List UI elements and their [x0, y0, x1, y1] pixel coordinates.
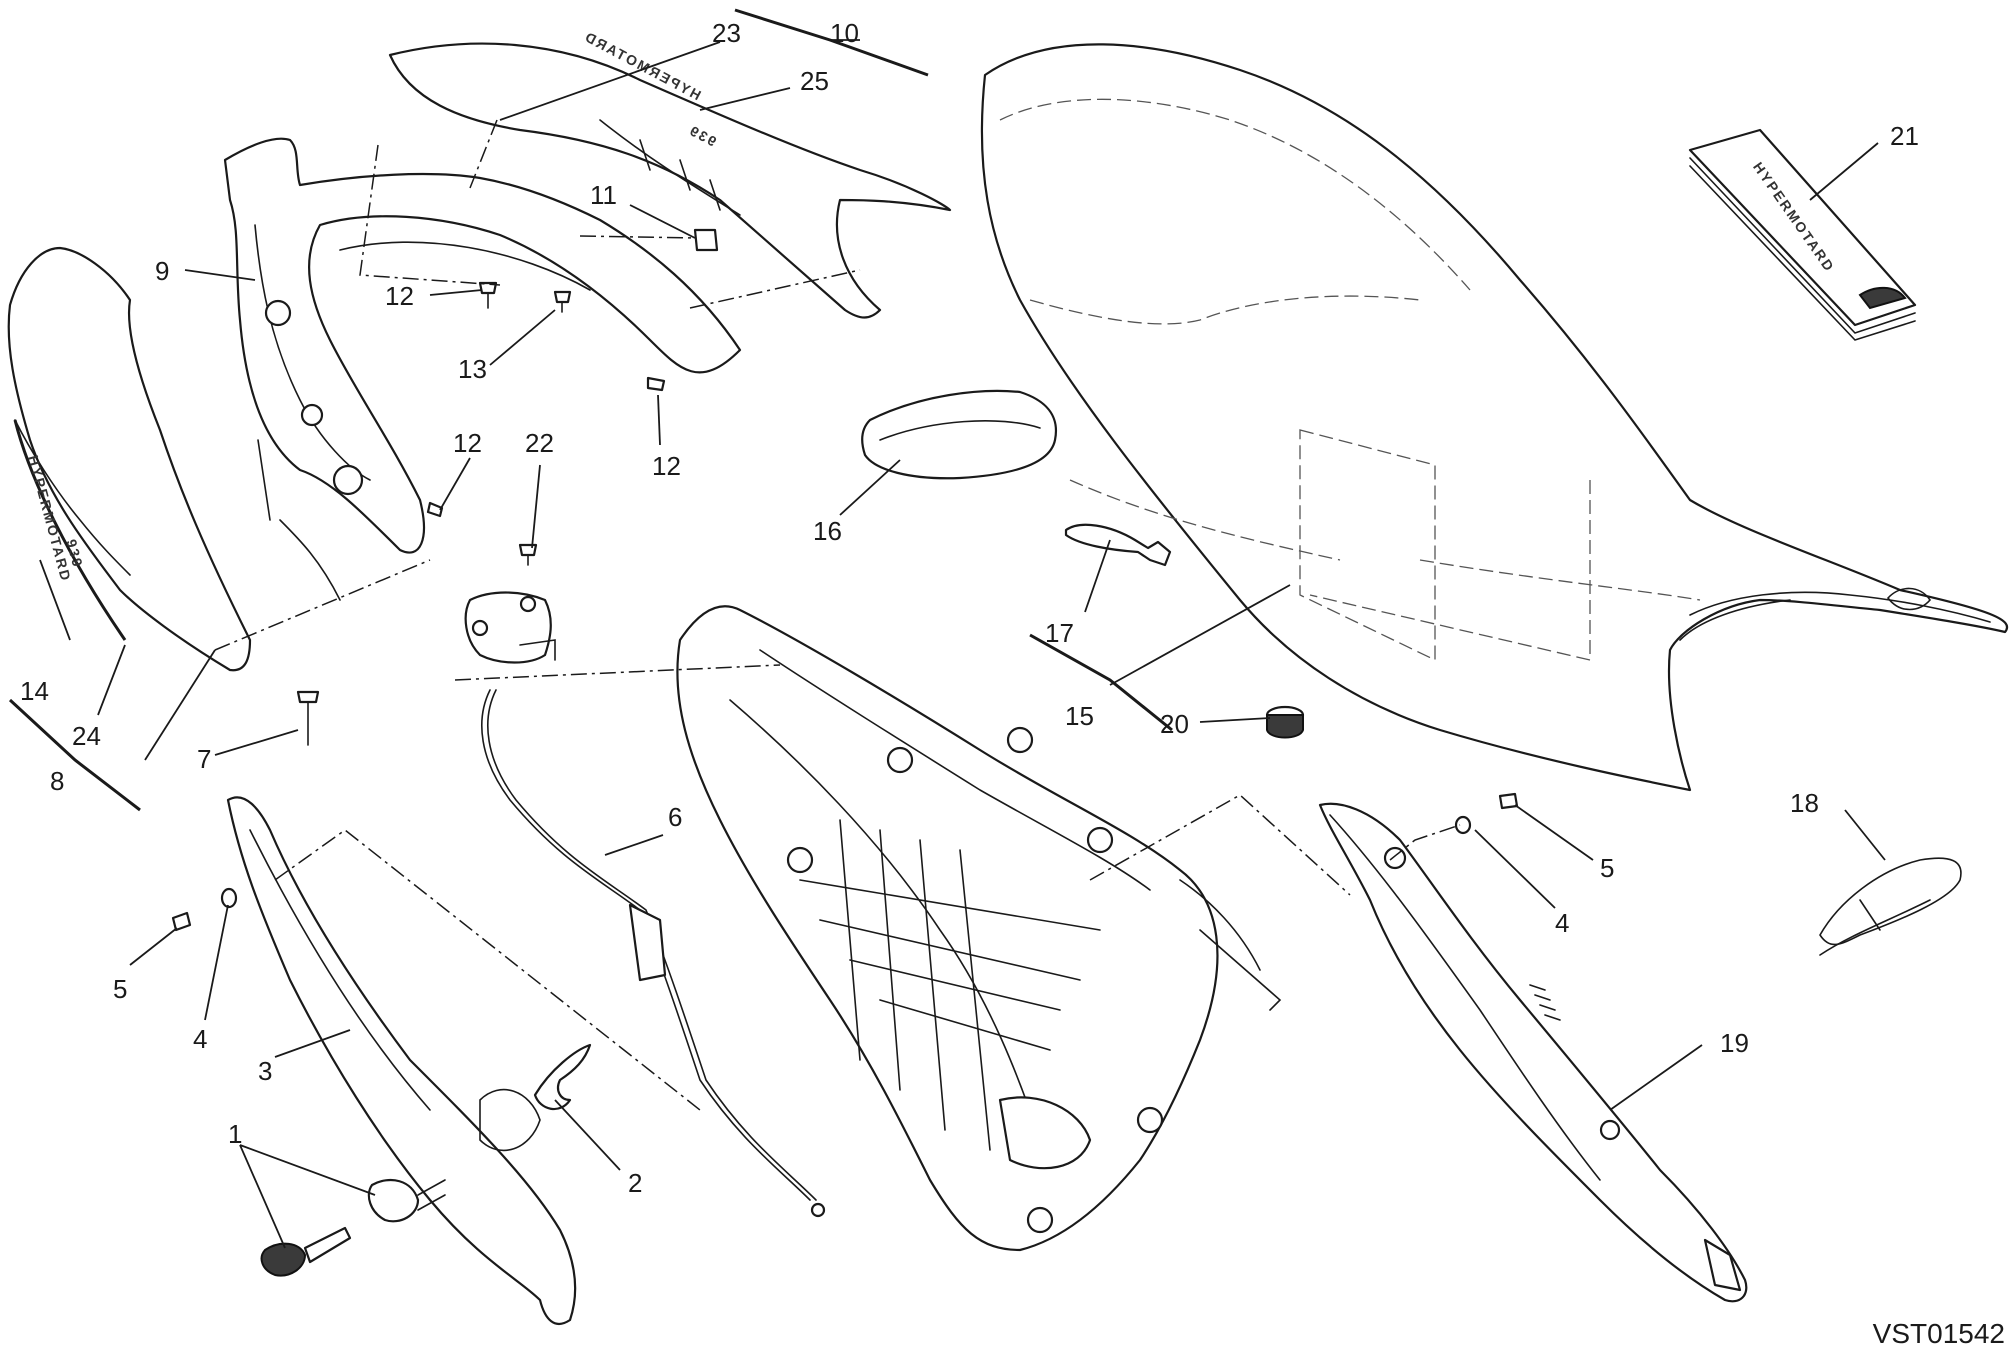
rear-cover-frame — [223, 137, 742, 601]
callout-12-top: 12 — [385, 281, 414, 311]
seat-hidden-outline — [1299, 429, 1591, 662]
lower-left-panel — [226, 796, 577, 1325]
left-cover-decal-model: 939 — [63, 537, 86, 570]
callout-2: 2 — [628, 1168, 642, 1198]
callout-labels: 23 10 25 11 9 12 13 12 12 22 21 16 17 15… — [20, 18, 1919, 1198]
cable-tie-loop — [1819, 857, 1962, 956]
callout-25: 25 — [800, 66, 829, 96]
callout-17: 17 — [1045, 618, 1074, 648]
helmet-strap — [1064, 523, 1172, 567]
leader-lines — [8, 8, 1886, 1249]
callout-9: 9 — [155, 256, 169, 286]
drawing-code: VST01542 — [1873, 1318, 2005, 1349]
callout-7: 7 — [197, 744, 211, 774]
fasteners — [171, 228, 1519, 932]
callout-16: 16 — [813, 516, 842, 546]
screw-22 — [518, 543, 538, 566]
callout-21: 21 — [1890, 121, 1919, 151]
callout-1: 1 — [228, 1119, 242, 1149]
tail-cover: HYPERMOTARD 939 — [388, 28, 952, 319]
seat-pad — [861, 389, 1058, 480]
screw-12-mid — [646, 376, 666, 392]
screw-7 — [296, 690, 320, 746]
callout-8: 8 — [50, 766, 64, 796]
callout-5-right: 5 — [1600, 853, 1614, 883]
washer-4-left — [220, 887, 238, 909]
callout-6: 6 — [668, 802, 682, 832]
owner-manual-booklet: HYPERMOTARD — [1688, 128, 1917, 341]
callout-20: 20 — [1160, 709, 1189, 739]
callout-12-right: 12 — [453, 428, 482, 458]
key-lock-assembly — [260, 1178, 446, 1277]
callout-19: 19 — [1720, 1028, 1749, 1058]
screw-12-right — [426, 501, 444, 518]
screw-13 — [553, 290, 572, 313]
callout-12-mid: 12 — [652, 451, 681, 481]
screw-5-left — [171, 911, 192, 932]
seat — [980, 43, 2009, 792]
rubber-pad — [1265, 705, 1305, 739]
callout-15: 15 — [1065, 701, 1094, 731]
screw-5-right — [1498, 792, 1519, 810]
callout-23: 23 — [712, 18, 741, 48]
left-side-cover: HYPERMOTARD 939 — [7, 246, 252, 672]
callout-11: 11 — [590, 180, 617, 210]
callout-22: 22 — [525, 428, 554, 458]
seat-release-cable — [481, 689, 826, 1218]
callout-13: 13 — [458, 354, 487, 384]
right-side-panel — [1318, 802, 1748, 1303]
screw-12-top — [478, 281, 498, 309]
callout-14: 14 — [20, 676, 49, 706]
seat-latch — [464, 591, 556, 664]
lock-bracket — [533, 1043, 592, 1111]
callout-3: 3 — [258, 1056, 272, 1086]
callout-4-left: 4 — [193, 1024, 207, 1054]
callout-18: 18 — [1790, 788, 1819, 818]
callout-24: 24 — [72, 721, 101, 751]
callout-4-right: 4 — [1555, 908, 1569, 938]
nut-11 — [693, 228, 719, 252]
assembly-lines — [214, 119, 1461, 1111]
rear-subframe — [676, 605, 1282, 1252]
callout-5-left: 5 — [113, 974, 127, 1004]
callout-10: 10 — [830, 18, 859, 48]
washer-4-right — [1454, 815, 1472, 835]
